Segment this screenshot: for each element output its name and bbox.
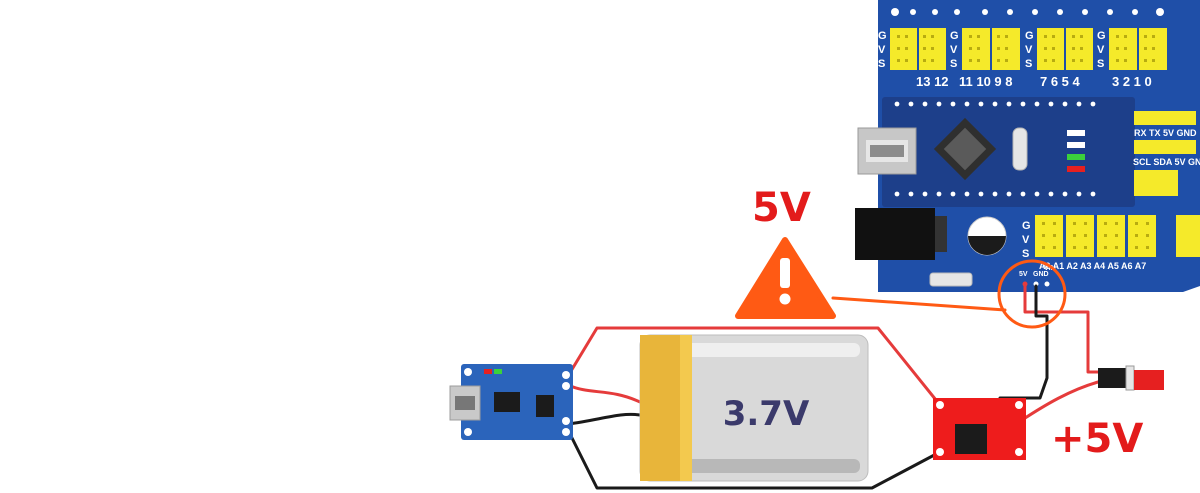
gvs-s-4: S <box>1097 58 1104 70</box>
usb-port-icon <box>857 127 917 175</box>
charger-ic <box>494 392 520 412</box>
capacitor <box>967 216 1007 256</box>
analog-header-pins <box>1042 222 1149 249</box>
analog-gvs-labels: G V S <box>1022 220 1031 260</box>
serial-header: RX TX 5V GND <box>1134 111 1197 138</box>
warning-voltage-label: 5V <box>752 185 811 231</box>
i2c-header: SCL SDA 5V GND <box>1133 140 1200 167</box>
top-gvs-labels: G V S G V S G V S G V S <box>878 30 1106 70</box>
warning-callout: 5V <box>735 185 836 319</box>
power-pin-vin: VIN <box>1044 265 1056 272</box>
boost-pads <box>936 401 1023 456</box>
digital-pin-numbers: 13 12 11 10 9 8 7 6 5 4 3 2 1 0 <box>916 74 1152 89</box>
wire-charger-to-battery-positive <box>566 383 642 404</box>
wire-charger-to-boost-negative <box>566 428 942 490</box>
analog-v: V <box>1022 234 1030 246</box>
gvs-s-2: S <box>950 58 957 70</box>
power-pin-5v: 5V <box>1019 271 1028 278</box>
charger-module <box>449 364 573 440</box>
charger-mosfet <box>536 395 554 417</box>
top-header-pins <box>897 35 1155 62</box>
charger-pads <box>464 368 570 436</box>
wire-charger-to-boost-positive <box>566 326 942 407</box>
gvs-g-3: G <box>1025 30 1034 42</box>
status-leds <box>1067 130 1085 172</box>
warning-pointer-line <box>831 296 1007 312</box>
power-pin-gnd: GND <box>1033 271 1049 278</box>
gvs-g-2: G <box>950 30 959 42</box>
wire-5v-to-switch <box>1023 284 1100 374</box>
dc-barrel-jack <box>855 208 947 260</box>
pins-13-12: 13 12 <box>916 74 949 89</box>
warning-triangle-icon <box>735 237 836 319</box>
gvs-v-1: V <box>878 44 886 56</box>
gvs-v-3: V <box>1025 44 1033 56</box>
battery-voltage-label: 3.7V <box>723 394 810 434</box>
gvs-s-3: S <box>1025 58 1032 70</box>
wire-gnd-to-boost <box>998 284 1049 400</box>
gvs-v-4: V <box>1097 44 1105 56</box>
wires <box>566 284 1100 490</box>
output-voltage-label: +5V <box>1051 416 1143 462</box>
nano-pin-holes-top <box>894 101 1096 107</box>
nano-shield: G V S G V S G V S G V S <box>855 0 1200 292</box>
crystal-oscillator <box>1012 127 1028 171</box>
arduino-nano <box>857 97 1135 207</box>
power-pins: 5V GND VIN <box>1019 265 1056 287</box>
top-mounting-holes <box>891 8 1164 16</box>
microcontroller-chip <box>933 117 997 181</box>
wire-switch-to-boost <box>1020 380 1100 422</box>
analog-headers <box>1035 215 1200 257</box>
analog-g: G <box>1022 220 1031 232</box>
header-dividers <box>917 28 1139 70</box>
slide-switch <box>1098 365 1164 391</box>
gvs-v-2: V <box>950 44 958 56</box>
charger-led-green <box>494 369 502 374</box>
boost-inductor <box>955 424 987 454</box>
i2c-label: SCL SDA 5V GND <box>1133 157 1200 167</box>
usb-port-icon <box>449 385 481 421</box>
lipo-battery: 3.7V <box>639 334 869 482</box>
wire-charger-to-battery-negative <box>566 412 642 426</box>
nano-pin-holes-bottom <box>894 191 1096 197</box>
boost-module <box>933 398 1026 460</box>
gvs-g-4: G <box>1097 30 1106 42</box>
charger-led-red <box>484 369 492 374</box>
pins-7-4: 7 6 5 4 <box>1040 74 1081 89</box>
pins-11-8: 11 10 9 8 <box>959 74 1013 89</box>
gvs-s-1: S <box>878 58 885 70</box>
reset-button-part <box>929 272 973 287</box>
extra-header <box>1134 170 1178 196</box>
analog-pin-labels: A0 A1 A2 A3 A4 A5 A6 A7 <box>1039 261 1146 271</box>
gvs-g-1: G <box>878 30 887 42</box>
analog-s: S <box>1022 248 1029 260</box>
power-pin-highlight-circle <box>997 259 1067 329</box>
pins-3-0: 3 2 1 0 <box>1112 74 1152 89</box>
serial-label: RX TX 5V GND <box>1134 128 1197 138</box>
nano-pcb <box>882 97 1135 207</box>
